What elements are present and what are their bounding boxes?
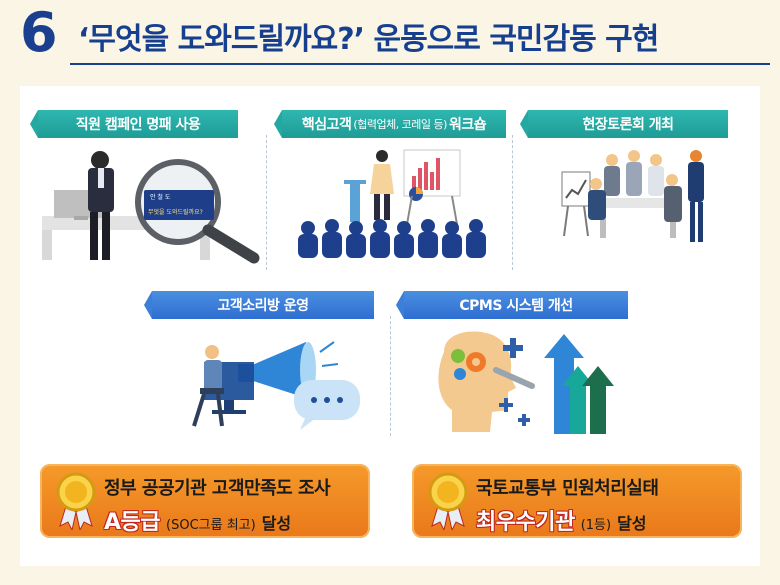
tag-workshop-label: 핵심고객	[301, 117, 352, 133]
medal-icon	[428, 472, 468, 530]
section-number: 6	[20, 1, 58, 64]
tag-voice-label: 고객소리방 운영	[217, 298, 309, 314]
divider-2	[512, 135, 513, 270]
tag-campaign-label: 직원 캠페인 명패 사용	[75, 117, 201, 133]
gear-head-icon	[438, 331, 516, 432]
award-csi: 정부 공공기관 고객만족도 조사 A등급 (SOC그룹 최고) 달성	[40, 464, 370, 538]
award-complaint: 국토교통부 민원처리실태 최우수기관 (1등) 달성	[412, 464, 742, 538]
award-complaint-small: (1등)	[580, 518, 612, 533]
award-complaint-highlight: 최우수기관	[476, 510, 575, 535]
workshop-illustration	[298, 149, 486, 258]
award-complaint-text: 국토교통부 민원처리실태 최우수기관 (1등) 달성	[476, 474, 730, 536]
tag-voice: 고객소리방 운영	[144, 291, 374, 319]
award-csi-small: (SOC그룹 최고)	[166, 518, 256, 533]
voice-illustration	[192, 341, 360, 430]
tag-cpms-label: CPMS 시스템 개선	[459, 298, 573, 314]
award-csi-line1: 정부 공공기관 고객만족도 조사	[104, 478, 331, 499]
award-complaint-line1: 국토교통부 민원처리실태	[476, 478, 659, 499]
tag-workshop-sub: (협력업체, 코레일 등)	[353, 118, 447, 131]
award-complaint-tail: 달성	[617, 514, 647, 533]
tag-campaign: 직원 캠페인 명패 사용	[30, 110, 238, 138]
page-title: ‘무엇을 도와드릴까요?’ 운동으로 국민감동 구현	[78, 22, 659, 57]
page-header: 6 ‘무엇을 도와드릴까요?’ 운동으로 국민감동 구현	[0, 0, 780, 70]
meeting-icon	[561, 150, 704, 242]
growth-arrows-icon	[544, 334, 614, 434]
tag-forum: 현장토론회 개최	[520, 110, 728, 138]
speech-bubble-icon	[294, 380, 360, 430]
award-csi-tail: 달성	[261, 514, 292, 533]
tag-cpms: CPMS 시스템 개선	[396, 291, 628, 319]
cpms-illustration	[438, 331, 614, 434]
nameplate-line1: 안 철 도	[150, 193, 171, 201]
medal-icon	[56, 472, 96, 530]
magnifier-icon: 안 철 도 무엇을 도와드릴까요?	[135, 159, 260, 264]
presentation-board-icon	[403, 149, 461, 231]
award-csi-highlight: A등급	[104, 510, 161, 535]
nameplate-line2: 무엇을 도와드릴까요?	[148, 208, 203, 216]
award-csi-text: 정부 공공기관 고객만족도 조사 A등급 (SOC그룹 최고) 달성	[104, 474, 358, 536]
divider-1	[266, 135, 267, 270]
divider-3	[390, 316, 391, 436]
tag-workshop: 핵심고객 (협력업체, 코레일 등) 워크숍	[274, 110, 506, 138]
campaign-illustration: 안 철 도 무엇을 도와드릴까요?	[42, 151, 260, 264]
header-underline	[70, 63, 770, 65]
tag-forum-label: 현장토론회 개최	[582, 117, 674, 133]
tag-workshop-tail: 워크숍	[448, 117, 487, 133]
